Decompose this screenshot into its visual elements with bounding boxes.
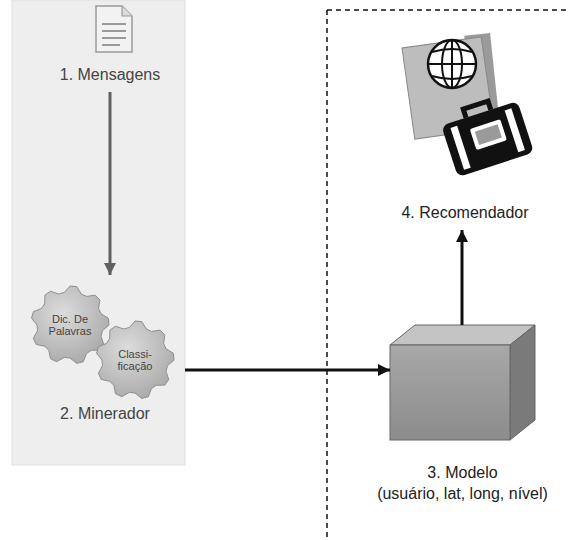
recommender-node: 4. Recomendador — [380, 20, 550, 230]
flow-arrow — [185, 369, 390, 372]
boundary-dash — [326, 10, 328, 540]
miner-panel — [12, 0, 185, 465]
node-texts: 1. Mensagens — [60, 64, 161, 85]
node-label: 3. Modelo — [377, 462, 548, 483]
gear-outline — [97, 321, 174, 398]
gear-node: Dic. De Palavras — [30, 285, 110, 365]
node-label: 4. Recomendador — [401, 202, 528, 223]
document-icon — [96, 6, 132, 52]
travel-icon — [402, 33, 534, 177]
miner-group: Dic. De PalavrasClassi- ficação 2. Minera… — [25, 275, 185, 427]
gear-label: Dic. De Palavras — [47, 313, 93, 337]
gear-label: Classi- ficação — [112, 348, 158, 372]
model-cube — [390, 325, 535, 440]
node-label: 2. Minerador — [60, 403, 150, 424]
node-texts: Dic. De Palavras — [30, 285, 110, 365]
node-texts: 3. Modelo(usuário, lat, long, nível) — [377, 462, 548, 504]
flow-arrow — [109, 92, 112, 275]
flow-arrow — [461, 230, 464, 325]
node-texts: 2. Minerador — [60, 403, 150, 424]
node-label: (usuário, lat, long, nível) — [377, 483, 548, 504]
node-texts: Classi- ficação — [95, 320, 175, 400]
gear-node: Classi- ficação — [95, 320, 175, 400]
boundary-dash — [327, 9, 568, 11]
source-node: 1. Mensagens — [40, 2, 180, 92]
node-label: 1. Mensagens — [60, 64, 161, 85]
node-texts: 4. Recomendador — [401, 202, 528, 223]
model-node: 3. Modelo(usuário, lat, long, nível) — [390, 325, 535, 440]
